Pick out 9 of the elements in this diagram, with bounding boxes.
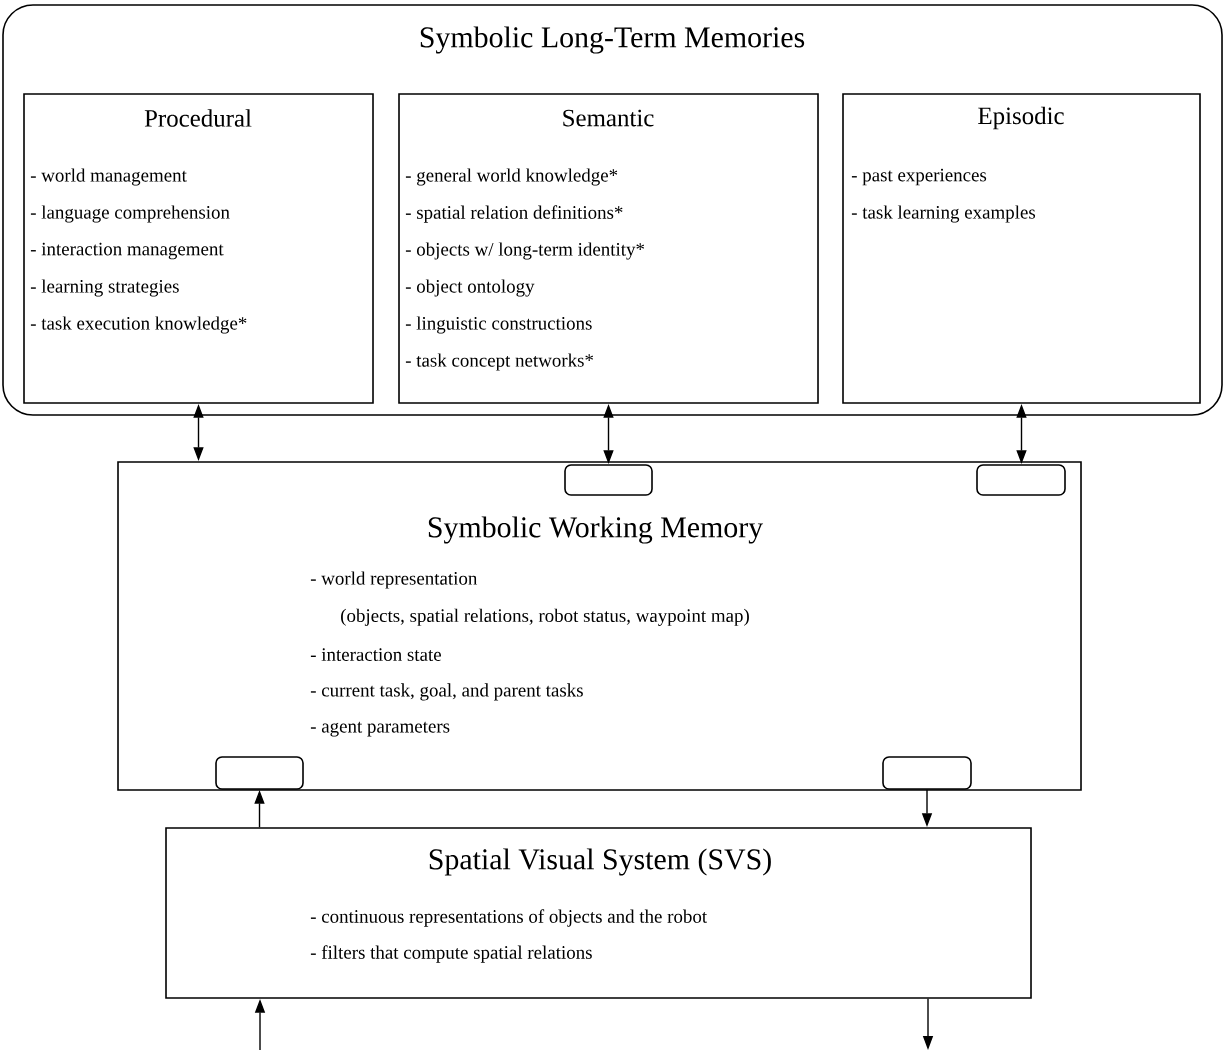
slot-box xyxy=(564,464,653,496)
memory-box: Symbolic Working Memory - world representation (objects, spatial relations, robot status, waypoint map) - interaction state - current task, goal, and parent tasks - agent parameters xyxy=(117,461,1082,791)
memory-box: Procedural - world management - language comprehension - interaction management - learning strategies - task execution knowledge* xyxy=(23,93,374,404)
slot-box xyxy=(976,464,1066,496)
memory-box: Semantic - general world knowledge* - spatial relation definitions* - objects w/ long-term identity* - object ontology - linguistic constructions - task concept networks* xyxy=(398,93,819,404)
memory-box: Episodic - past experiences - task learning examples xyxy=(842,93,1201,404)
memory-box: Spatial Visual System (SVS) - continuous representations of objects and the robot - filters that compute spatial relations xyxy=(165,827,1032,999)
slot-box xyxy=(215,756,304,790)
slot-box xyxy=(882,756,972,790)
